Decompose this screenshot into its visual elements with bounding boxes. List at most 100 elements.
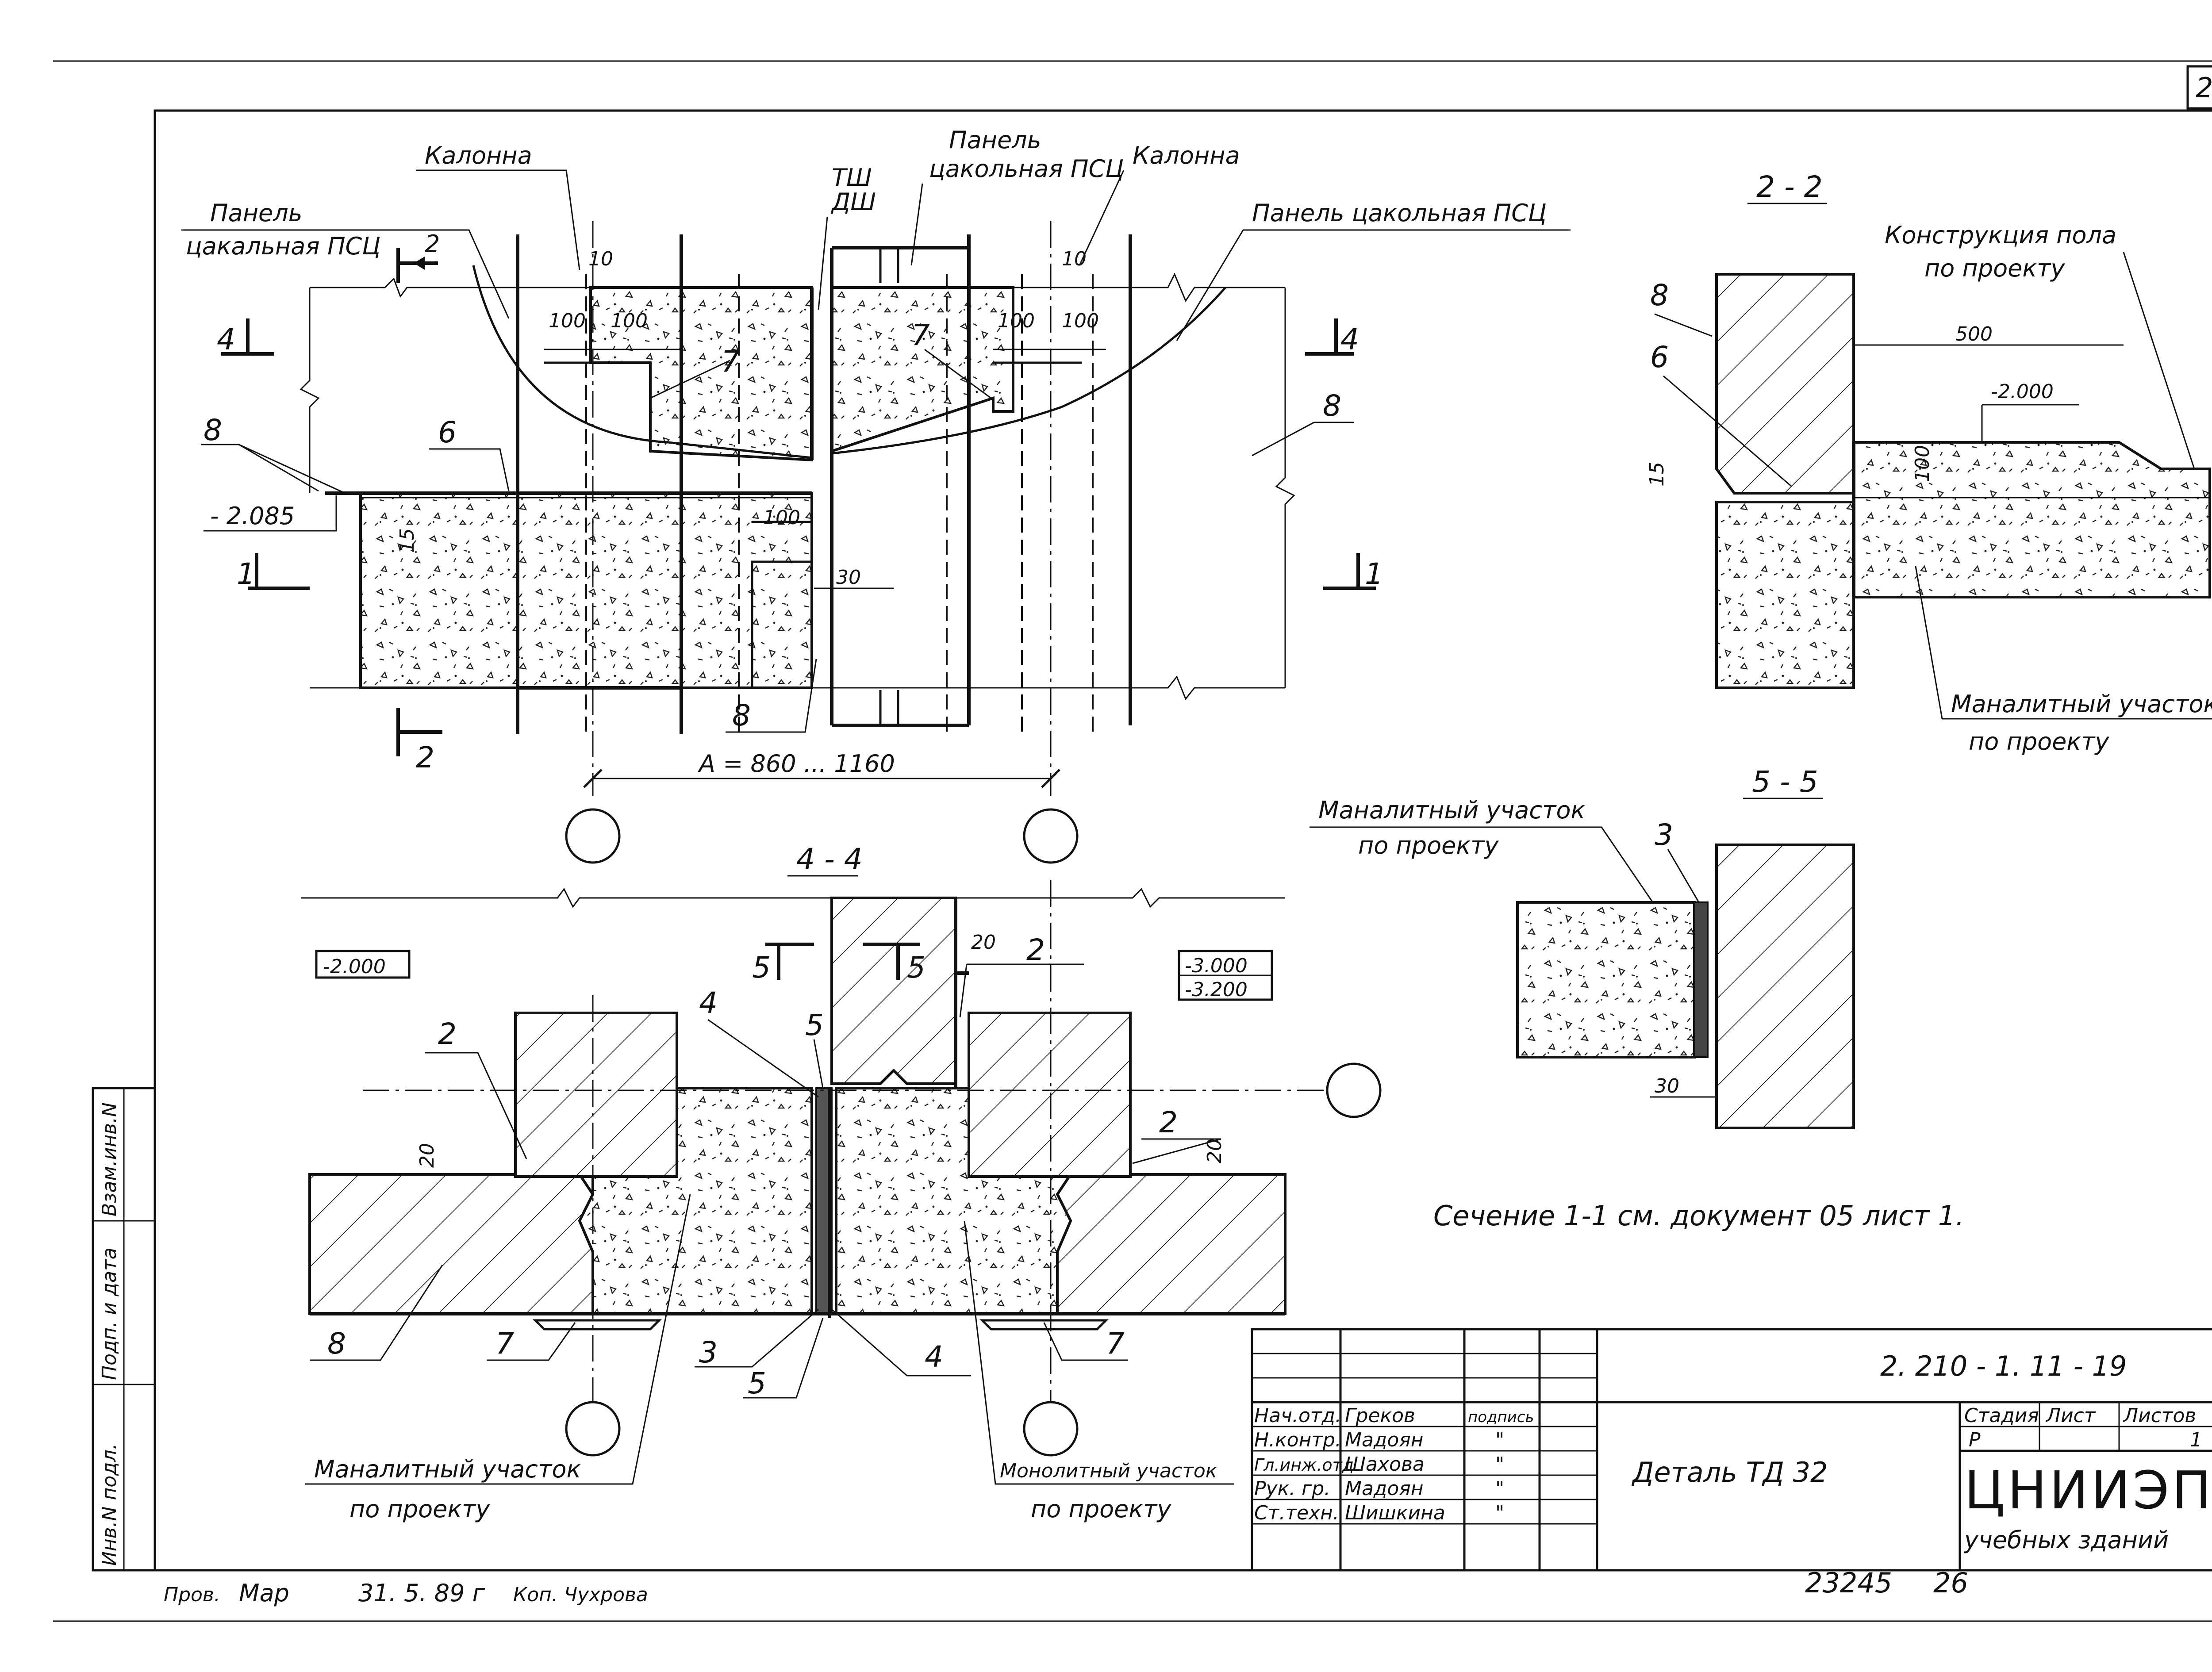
dim-100: 100 <box>1911 445 1934 482</box>
cut-1-left: 1 <box>237 557 255 591</box>
dim-100-c: 100 <box>998 310 1035 332</box>
dim-20b: 20 <box>971 931 996 954</box>
axis-marker-left <box>565 808 621 864</box>
row-3-name: Мадоян <box>1345 1477 1424 1500</box>
kop-label: Коп. Чухрова <box>513 1584 648 1606</box>
elev-right-1: -3.000 <box>1185 955 1248 977</box>
row-0-sign: подпись <box>1468 1408 1534 1426</box>
wall-block <box>1715 844 1855 1129</box>
page-number-box <box>2186 65 2212 110</box>
dim-100-e: 100 <box>763 506 800 529</box>
dim-100-d: 100 <box>1062 310 1099 332</box>
num-7b: 7 <box>911 318 930 352</box>
num-8: 8 <box>327 1327 346 1361</box>
num-3: 3 <box>1655 818 1673 852</box>
cut-5b: 5 <box>907 951 926 985</box>
footer-date: 31. 5. 89 г <box>358 1579 485 1607</box>
dim-20c: 20 <box>1203 1139 1226 1163</box>
dim-100-b: 100 <box>611 310 648 332</box>
dim-20a: 20 <box>416 1143 438 1168</box>
elev-right-2: -3.200 <box>1185 978 1248 1001</box>
section-4-4-title: 4 - 4 <box>796 842 863 876</box>
cut-2-bot: 2 <box>416 740 434 775</box>
label-kolonna-left: Калонна <box>425 142 532 169</box>
section-4-4: 4 - 4 -2.000 -3.000 -3.200 <box>301 842 1382 1523</box>
org-name: ЦНИИЭП <box>1964 1460 2212 1521</box>
label-mono-left-1: Маналитный участок <box>314 1455 581 1483</box>
num-3: 3 <box>699 1335 718 1369</box>
axis-marker-4-4-right <box>1326 1062 1382 1118</box>
cut-4-left: 4 <box>217 322 235 357</box>
wall-lower <box>1715 501 1855 689</box>
column-right <box>968 1012 1132 1178</box>
top-plan: А = 860 ... 1160 Калонна Панель цакальна… <box>181 126 1571 864</box>
label-panel-mid-2: цакольная ПСЦ <box>929 155 1124 183</box>
gasket <box>1694 901 1709 1058</box>
column-zone-right <box>830 286 1014 453</box>
num-4a: 4 <box>699 986 718 1020</box>
detail-title: Деталь ТД 32 <box>1631 1456 1828 1488</box>
num-2b: 2 <box>1026 933 1045 967</box>
footer-page: 26 <box>1933 1567 1968 1599</box>
stage-header: Стадия <box>1964 1404 2039 1427</box>
row-3-role: Рук. гр. <box>1254 1477 1330 1500</box>
column-left <box>514 1012 678 1178</box>
sheets-value: 1 <box>2190 1429 2202 1451</box>
label-mono-2: по проекту <box>1969 728 2109 755</box>
row-4-name: Шишкина <box>1345 1502 1445 1524</box>
num-2c: 2 <box>1159 1105 1178 1139</box>
row-1-name: Мадоян <box>1345 1429 1424 1451</box>
dim-10-left: 10 <box>588 248 613 270</box>
dim-15: 15 <box>1646 462 1668 487</box>
num-5b: 5 <box>748 1366 766 1400</box>
num-7a: 7 <box>495 1327 514 1361</box>
elev-left: -2.000 <box>323 955 386 978</box>
num-5a: 5 <box>805 1008 824 1042</box>
num-8b: 8 <box>1323 389 1341 423</box>
num-7b: 7 <box>1106 1327 1125 1361</box>
axis-marker-4-4-left <box>565 1401 621 1457</box>
axis-marker-4-4-mid <box>1023 1401 1079 1457</box>
label-panel-mid-1: Панель <box>949 126 1041 154</box>
footer-number: 23245 <box>1805 1567 1892 1599</box>
label-mono-left-2: по проекту <box>349 1495 490 1523</box>
prov-label: Пров. <box>164 1584 220 1606</box>
floor-monolith <box>1852 441 2211 598</box>
num-8: 8 <box>1650 278 1669 312</box>
cut-5a: 5 <box>752 951 771 985</box>
num-8c: 8 <box>732 698 751 732</box>
cut-2-top: 2 <box>425 230 440 258</box>
num-4b: 4 <box>925 1340 943 1374</box>
row-0-name: Греков <box>1345 1404 1415 1427</box>
dim-30: 30 <box>1655 1075 1679 1097</box>
sheet-header: Лист <box>2045 1404 2096 1427</box>
label-panel-right: Панель цакольная ПСЦ <box>1252 199 1547 227</box>
label-dsh: ДШ <box>831 188 876 216</box>
label-panel-left-2: цакальная ПСЦ <box>186 232 380 260</box>
panel-right <box>1056 1173 1286 1315</box>
row-4-sign: " <box>1495 1502 1504 1524</box>
row-1-role: Н.контр. <box>1254 1429 1341 1451</box>
label-panel-left-1: Панель <box>210 199 303 227</box>
dim-100-a: 100 <box>549 310 586 332</box>
title-block: 2. 210 - 1. 11 - 19 Деталь ТД 32 Нач.отд… <box>1251 1328 2212 1572</box>
label-tsh: ТШ <box>832 164 872 192</box>
label-mono-right-1: Монолитный участок <box>1000 1460 1217 1482</box>
num-6: 6 <box>1650 340 1669 374</box>
elev-2000: -2.000 <box>1991 380 2054 403</box>
monolith-block <box>1516 901 1696 1058</box>
dim-30: 30 <box>836 566 861 589</box>
tsh-panel <box>830 897 957 1085</box>
section-5-5: 5 - 5 Маналитный участок по проекту 3 30 <box>1310 765 1855 1129</box>
num-2a: 2 <box>438 1017 457 1051</box>
cut-1-right: 1 <box>1365 557 1383 591</box>
inv-podl-label: Инв.N подл. <box>98 1443 121 1566</box>
dim-500: 500 <box>1955 323 1993 345</box>
doc-code: 2. 210 - 1. 11 - 19 <box>1880 1350 2127 1382</box>
cut-4-right: 4 <box>1340 322 1359 357</box>
org-sub: учебных зданий <box>1963 1526 2169 1554</box>
row-1-sign: " <box>1495 1429 1504 1451</box>
row-2-name: Шахова <box>1345 1453 1425 1476</box>
dim-A: А = 860 ... 1160 <box>698 750 895 778</box>
